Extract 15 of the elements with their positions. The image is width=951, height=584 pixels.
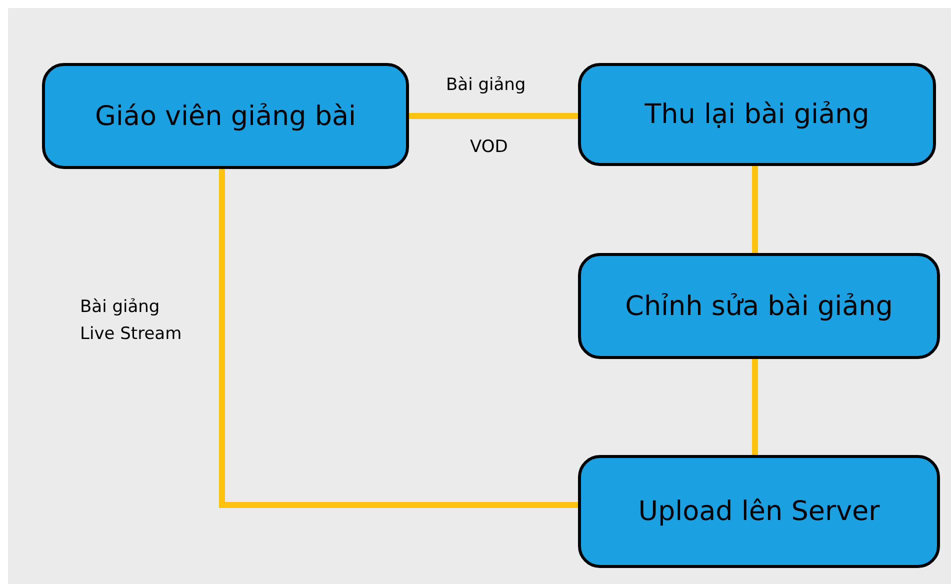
edge-label: Bài giảng Live Stream: [80, 296, 183, 346]
process-box: [578, 455, 940, 568]
connector-line: [219, 169, 578, 508]
connector-line: [752, 359, 758, 455]
connector-line: [409, 113, 578, 119]
process-box: [578, 253, 940, 359]
box-label: Giáo viên giảng bài: [94, 100, 356, 132]
process-box: [42, 63, 409, 169]
box-label: Thu lại bài giảng: [644, 99, 870, 130]
edge-label: Bài giảng: [446, 74, 526, 97]
process-box: [578, 63, 936, 166]
note-text: VOD: [470, 136, 508, 159]
connector-line: [752, 166, 758, 253]
box-label: Upload lên Server: [638, 496, 880, 527]
box-label: Chỉnh sửa bài giảng: [625, 290, 893, 322]
